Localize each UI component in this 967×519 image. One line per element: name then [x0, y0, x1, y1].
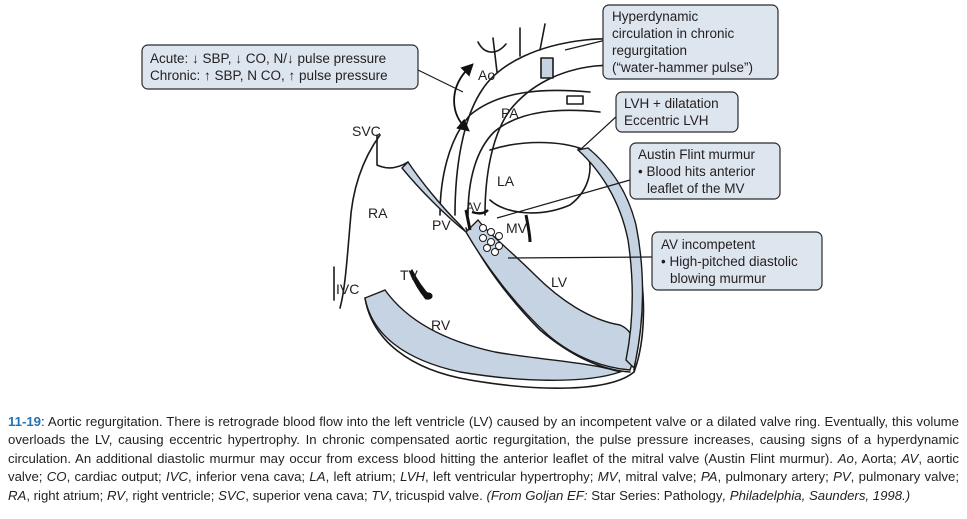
figure-number-colon: :	[41, 414, 45, 429]
callout-pressure: Acute: ↓ SBP, ↓ CO, N/↓ pulse pressure C…	[141, 44, 419, 90]
callout-lvh-box	[615, 91, 739, 133]
rv-wall-fill	[364, 289, 623, 381]
callout-austin-flint-line-3: leaflet of the MV	[647, 181, 745, 196]
source-prefix: (From Goljan EF:	[486, 487, 592, 503]
pa-outer	[439, 89, 591, 216]
source-title: Star Series: Pathology	[591, 487, 723, 503]
abbreviation-definition: , left ventricular hypertrophy;	[425, 469, 598, 485]
abbreviation-definition: , tricuspid valve.	[388, 487, 487, 503]
callout-leaders	[417, 39, 653, 259]
callout-hyperdynamic-line-2: circulation in chronic	[612, 26, 735, 41]
valves	[409, 209, 532, 300]
label-rv: RV	[431, 317, 451, 333]
figure-number: 11-19	[8, 414, 42, 429]
abbreviation-term: RA	[8, 487, 27, 503]
abbreviation-term: Ao	[837, 450, 854, 466]
aortic-branch-cap	[477, 41, 507, 53]
label-mv: MV	[506, 220, 528, 236]
label-tv: TV	[400, 267, 419, 283]
rv-outer-wall	[364, 297, 635, 389]
callout-pressure-box	[141, 44, 419, 90]
callout-hyperdynamic: Hyperdynamic circulation in chronic regu…	[602, 4, 779, 80]
abbreviation-definition: , pulmonary artery;	[717, 469, 834, 485]
label-la: LA	[497, 173, 515, 189]
abbreviation-definition: , pulmonary valve;	[850, 469, 960, 485]
callout-austin-flint-line-2: • Blood hits anterior	[638, 164, 756, 179]
pulmonary-valve-leaflet	[464, 209, 472, 231]
callout-av-incompetent-box	[651, 231, 823, 291]
pulmonary-vein-stub	[566, 95, 584, 105]
label-av: AV	[466, 200, 481, 214]
abbreviation-term: LA	[309, 469, 326, 485]
pa-inner	[467, 109, 601, 216]
heart-diagram-figure: Ao PA SVC LA RA PV AV MV TV IVC LV RV Ac…	[141, 4, 823, 389]
abbreviation-term: LVH	[400, 469, 426, 485]
callout-austin-flint-box	[629, 142, 781, 200]
regurgitant-jet	[479, 224, 503, 256]
abbreviation-term: TV	[371, 487, 389, 503]
aortic-branch-3	[539, 23, 546, 51]
figure-caption: 11-19: Aortic regurgitation. There is re…	[8, 413, 959, 505]
aortic-valve-leaflet	[471, 209, 489, 215]
callout-hyperdynamic-line-1: Hyperdynamic	[612, 9, 699, 24]
abbreviation-term: SVC	[218, 487, 246, 503]
abbreviation-term: PA	[700, 469, 718, 485]
caption-body: Aortic regurgitation. There is retrograd…	[8, 414, 959, 466]
abbreviation-term: RV	[106, 487, 126, 503]
mitral-valve-leaflet	[524, 214, 532, 243]
callout-hyperdynamic-line-3: regurgitation	[612, 43, 687, 58]
label-pa: PA	[501, 105, 519, 121]
ductus-arteriosus	[540, 57, 554, 79]
callout-pressure-line-2: Chronic: ↑ SBP, N CO, ↑ pulse pressure	[150, 68, 388, 83]
leader-austin-flint	[496, 179, 631, 219]
tricuspid-valve-tip	[423, 292, 433, 300]
label-pv: PV	[432, 217, 451, 233]
abbreviation-definition: , left atrium;	[325, 469, 401, 485]
svc-left-wall	[376, 134, 409, 169]
abbreviation-list: Ao, Aorta; AV, aortic valve; CO, cardiac…	[8, 451, 959, 503]
leader-hyperdynamic	[564, 39, 607, 51]
leader-av-incompetent	[507, 256, 653, 259]
abbreviation-definition: , right ventricle;	[125, 487, 219, 503]
callout-austin-flint: Austin Flint murmur • Blood hits anterio…	[629, 142, 781, 200]
forward-flow-arrow	[460, 63, 474, 77]
abbreviation-term: IVC	[166, 469, 189, 485]
label-svc: SVC	[352, 123, 381, 139]
callout-lvh-line-1: LVH + dilatation	[624, 96, 719, 111]
leader-lvh	[579, 114, 619, 151]
callout-lvh-line-2: Eccentric LVH	[624, 113, 709, 128]
abbreviation-definition: , Aorta;	[853, 450, 902, 466]
callout-av-incompetent-line-1: AV incompetent	[661, 237, 756, 252]
callout-av-incompetent-line-2: • High-pitched diastolic	[661, 254, 798, 269]
abbreviation-definition: , cardiac output;	[66, 469, 167, 485]
abbreviation-definition: , inferior vena cava;	[188, 469, 310, 485]
label-ra: RA	[368, 205, 388, 221]
callout-av-incompetent-line-3: blowing murmur	[670, 271, 767, 286]
abbreviation-definition: , superior vena cava;	[245, 487, 372, 503]
aortic-branch-1	[492, 37, 498, 73]
lv-free-wall-fill	[576, 147, 644, 370]
regurgitant-flow-arrow	[453, 71, 470, 132]
heart-diagram: Ao PA SVC LA RA PV AV MV TV IVC LV RV Ac…	[141, 4, 823, 389]
callout-pressure-line-1: Acute: ↓ SBP, ↓ CO, N/↓ pulse pressure	[150, 51, 386, 66]
source-suffix: , Philadelphia, Saunders, 1998.)	[722, 487, 911, 503]
abbreviation-term: PV	[833, 469, 851, 485]
label-lv: LV	[551, 274, 568, 290]
callout-av-incompetent: AV incompetent • High-pitched diastolic …	[651, 231, 823, 291]
callout-hyperdynamic-line-4: (“water-hammer pulse”)	[612, 60, 753, 75]
leader-pressure	[417, 69, 464, 93]
abbreviation-term: CO	[46, 469, 67, 485]
abbreviation-term: MV	[597, 469, 618, 485]
ra-outer-wall	[339, 134, 381, 309]
abbreviation-term: AV	[901, 450, 919, 466]
abbreviation-definition: , mitral valve;	[617, 469, 701, 485]
callout-lvh: LVH + dilatation Eccentric LVH	[615, 91, 739, 133]
callout-hyperdynamic-box	[602, 4, 779, 80]
abbreviation-definition: , right atrium;	[26, 487, 107, 503]
la-outline	[489, 141, 591, 214]
label-ao: Ao	[478, 67, 495, 83]
abbreviation-definition: , aortic valve;	[8, 450, 960, 485]
label-ivc: IVC	[336, 281, 359, 297]
callout-austin-flint-line-1: Austin Flint murmur	[638, 147, 756, 162]
